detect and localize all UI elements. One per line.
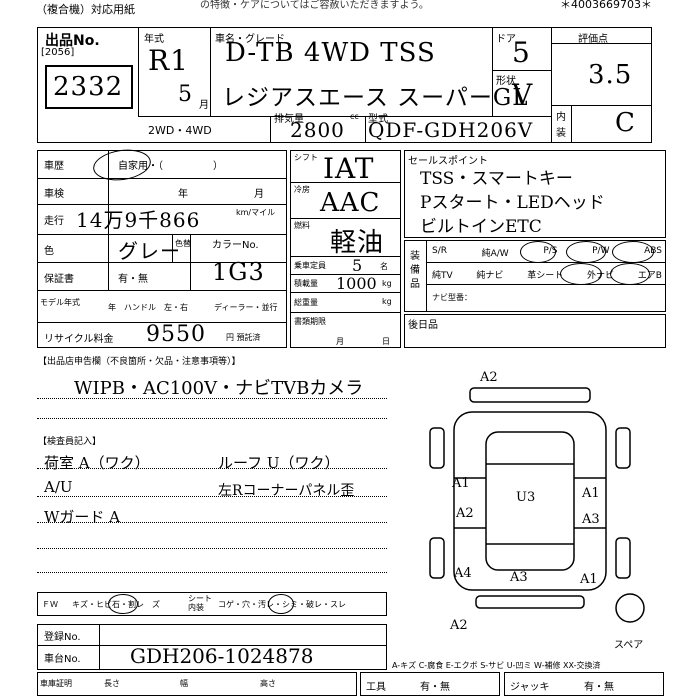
lot-stamp: [2056] [41, 47, 75, 58]
shift-value: IAT [323, 152, 375, 185]
vehicle-info [37, 150, 287, 348]
damage-mark-7: A4 [454, 566, 472, 581]
sales-line3: ビルトインETC [420, 217, 542, 237]
recycle-value: 9550 [146, 322, 206, 347]
shape-label: 形状 [496, 76, 516, 87]
month-value: 5 [178, 82, 193, 107]
jack-box [504, 672, 664, 696]
fuel-value: 軽油 [330, 228, 385, 258]
chassis-value: GDH206-1024878 [130, 644, 314, 668]
damage-legend: A-キズ C-腐食 E-エクボ S-サビ U-凹ミ W-補修 XX-交換済 [392, 661, 601, 670]
inspector-line2a: A/U [44, 478, 73, 496]
equipment-box [404, 240, 666, 312]
spare-label: スペア [614, 640, 644, 651]
serial-number: ＊4003669703＊ [560, 0, 652, 11]
top-fragment: の特徴・ケアについてはご容赦いただきますよう。 [200, 0, 429, 11]
car-name-label: 車名・グレード [215, 34, 285, 45]
damage-mark-2: A1 [452, 476, 470, 491]
mechanical-info [290, 150, 401, 348]
doors-label: ドア [496, 34, 516, 45]
damage-mark-3: U3 [516, 490, 536, 505]
seller-notes-text: WIPB・AC100V・ナビTVBカメラ [74, 378, 364, 399]
inspector-label: 【検査員記入】 [38, 437, 102, 447]
score-label: 評価点 [578, 34, 608, 45]
mileage-value: 14万9千866 [76, 208, 201, 232]
car-name-line1: D-TB 4WD TSS [225, 38, 436, 68]
damage-mark-6: A3 [582, 512, 600, 527]
car-name-line2: レジアスエース スーパーGL [222, 85, 529, 111]
color-value: グレー [118, 239, 181, 263]
garage-cert [37, 672, 357, 696]
damage-mark-8: A3 [510, 570, 528, 585]
damage-mark-10: A2 [450, 618, 468, 633]
tools-box [360, 672, 500, 696]
inspector-line3a: Wガード A [44, 508, 121, 526]
sales-line2: Pスタート・LEDヘッド [420, 193, 605, 213]
top-block [37, 27, 652, 143]
drive-label: 2WD・4WD [148, 124, 212, 137]
damage-mark-5: A1 [582, 486, 600, 501]
load-value: 1000 [336, 274, 377, 293]
sales-line1: TSS・スマートキー [420, 169, 573, 189]
lot-number: 2332 [53, 72, 124, 102]
fw-row [37, 592, 387, 616]
reg-chassis-box [37, 624, 387, 670]
year-label: 年式 [144, 34, 164, 45]
inspector-line1a: 荷室 A（ワク） [44, 454, 150, 472]
damage-mark-4: A2 [456, 506, 474, 521]
inspector-line1b: ルーフ U（ワク） [218, 454, 340, 472]
interior-value: C [615, 108, 636, 138]
year-value: R1 [148, 44, 189, 77]
doc-type: （複合機）対応用紙 [36, 3, 135, 16]
damage-mark-9: A1 [580, 572, 598, 587]
shape-value: V [512, 78, 534, 111]
seller-notes-label: 【出品店申告欄（不良箇所・欠品・注意事項等）】 [38, 357, 241, 367]
displacement-value: 2800 [290, 118, 345, 142]
history-options: 自家用・（ ） [118, 161, 223, 172]
model-value: QDF-GDH206V [368, 118, 534, 142]
score-value: 3.5 [588, 60, 633, 90]
capacity-value: 5 [352, 256, 363, 275]
post-install-box [404, 314, 666, 348]
sales-points-box [404, 150, 666, 238]
doors-value: 5 [512, 36, 531, 69]
lot-label: 出品No. [45, 33, 100, 49]
vehicle-damage-diagram [429, 387, 645, 623]
inspector-line2b: 左Rコーナーパネル歪 [218, 483, 355, 499]
damage-mark-1: A2 [480, 370, 498, 385]
ac-value: AAC [320, 188, 381, 218]
color-no-value: 1G3 [212, 258, 265, 286]
